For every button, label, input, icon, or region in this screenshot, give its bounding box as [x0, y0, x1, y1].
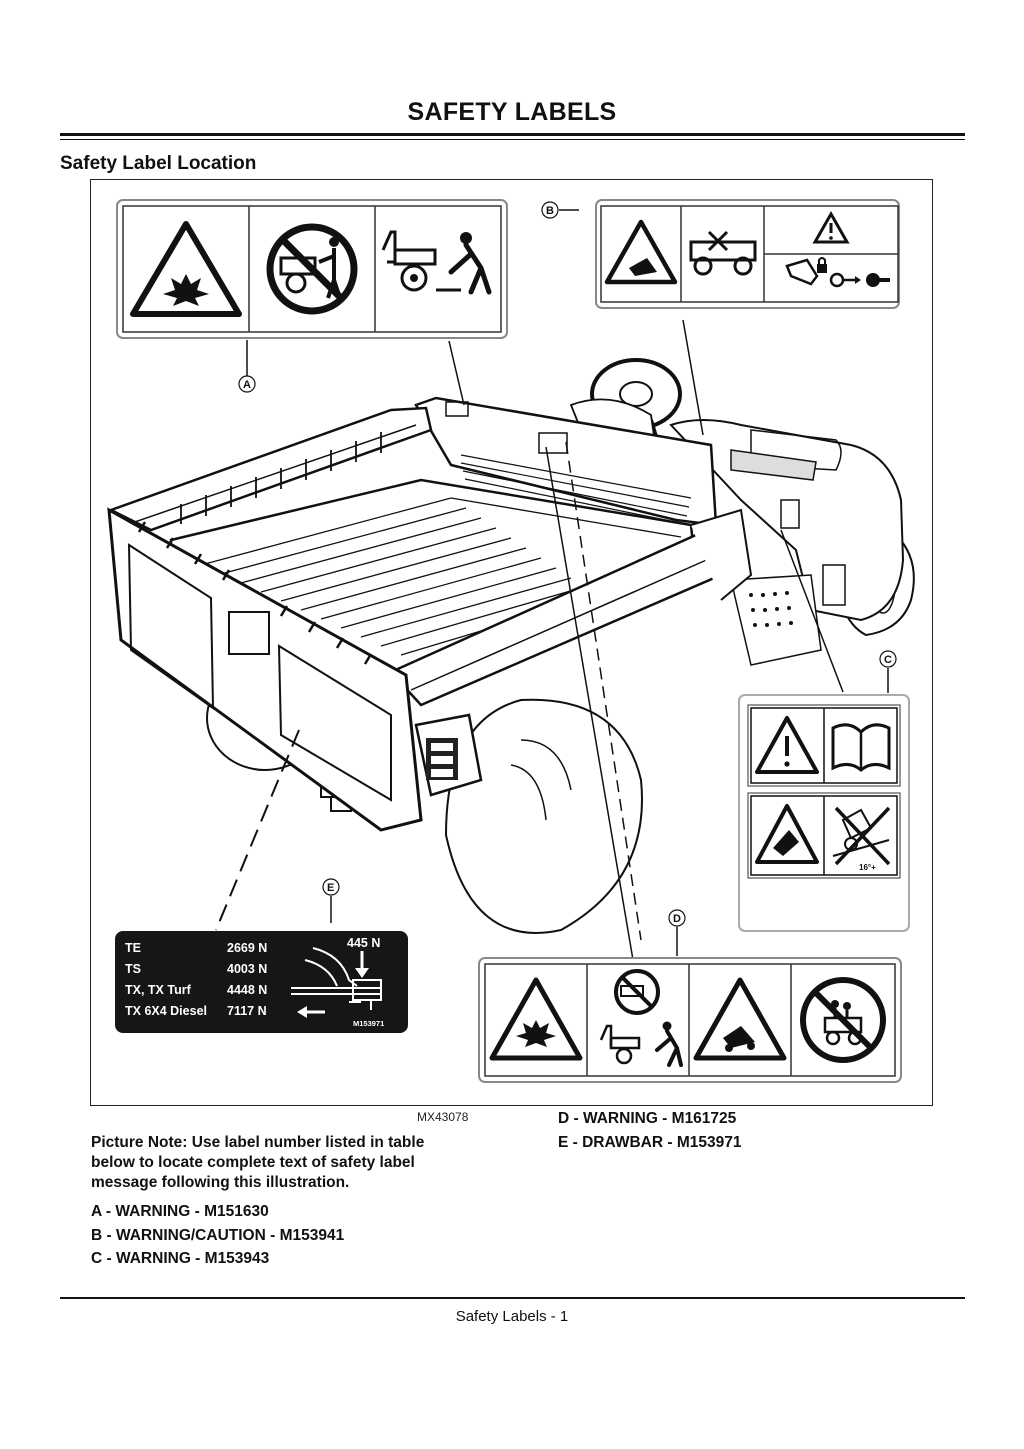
legend-item-b: B - WARNING/CAUTION - M153941 — [91, 1226, 345, 1244]
legend-item-c: C - WARNING - M153943 — [91, 1250, 270, 1267]
footer-rule — [60, 1297, 965, 1299]
callout-d-letter: D — [673, 913, 681, 925]
warning-triangle-icon — [812, 210, 850, 244]
callout-b — [541, 201, 559, 219]
drawbar-force: 7117 N — [227, 1004, 267, 1018]
callout-e-letter: E — [327, 882, 334, 894]
label-a-graphic — [116, 199, 508, 339]
prohibited-icon — [832, 806, 891, 866]
callout-d — [668, 909, 686, 927]
legend-right: D - WARNING - M161725 E - DRAWBAR - M153… — [558, 1107, 741, 1154]
callout-c-letter: C — [884, 654, 892, 666]
utility-vehicle — [107, 358, 915, 934]
drawbar-model: TX, TX Turf — [125, 983, 192, 997]
page-footer: Safety Labels - 1 — [455, 1308, 569, 1325]
label-d-graphic — [478, 957, 902, 1083]
header-rule — [60, 133, 965, 136]
operator-manual-icon — [831, 723, 891, 772]
drawbar-model: TX 6X4 Diesel — [125, 1004, 207, 1018]
warning-triangle-icon — [604, 219, 678, 285]
drawbar-force: 4003 N — [227, 962, 267, 976]
prohibited-icon — [800, 977, 886, 1063]
legend-item-d: D - WARNING - M161725 — [558, 1110, 737, 1127]
callout-a-letter: A — [243, 379, 251, 391]
legend-item-a: A - WARNING - M151630 — [91, 1203, 269, 1220]
tipping-bed-icon — [599, 1021, 683, 1067]
explosion-icon — [163, 274, 209, 306]
label-e-drawbar: TE 2669 N TS 4003 N TX, TX Turf 4448 N T… — [115, 931, 408, 1033]
safety-label-figure: A — [90, 179, 933, 1106]
header-rule-thin — [60, 139, 965, 140]
drawbar-force: 4448 N — [227, 983, 267, 997]
label-b-graphic — [595, 199, 900, 309]
warning-triangle-icon — [130, 221, 242, 317]
key-icon — [829, 272, 890, 288]
padlock-icon — [785, 257, 827, 286]
hitch-diagram — [291, 947, 382, 1010]
warning-triangle-icon — [489, 977, 583, 1061]
figure-code: MX43078 — [417, 1110, 469, 1124]
slope-text: 16°+ — [859, 863, 876, 872]
arrow-icon — [297, 1006, 325, 1018]
callout-b-letter: B — [546, 205, 554, 217]
tipping-bed-icon — [381, 230, 492, 295]
vertical-load: 445 N — [347, 936, 380, 950]
section-heading: Safety Label Location — [60, 153, 257, 174]
callout-e — [322, 878, 340, 896]
prohibited-icon — [266, 223, 358, 315]
drawbar-force: 2669 N — [227, 941, 267, 955]
label-c-graphic: 16°+ — [738, 694, 910, 932]
picture-note: Picture Note: Use label number listed in… — [91, 1134, 425, 1191]
drawbar-model: TS — [125, 962, 141, 976]
callout-c — [879, 650, 897, 668]
prohibited-icon — [614, 969, 660, 1015]
legend-item-e: E - DRAWBAR - M153971 — [558, 1133, 742, 1151]
warning-triangle-icon — [693, 977, 787, 1061]
arrow-icon — [355, 951, 369, 978]
explosion-icon — [516, 1020, 556, 1047]
rollover-icon — [689, 230, 757, 276]
page-title: SAFETY LABELS — [407, 98, 617, 126]
drawbar-model: TE — [125, 941, 141, 955]
legend-left: A - WARNING - M151630 B - WARNING/CAUTIO… — [91, 1200, 344, 1271]
vehicle-illustration: A — [107, 199, 915, 1083]
drawbar-part-number: M153971 — [353, 1019, 384, 1028]
callout-a — [238, 375, 256, 393]
